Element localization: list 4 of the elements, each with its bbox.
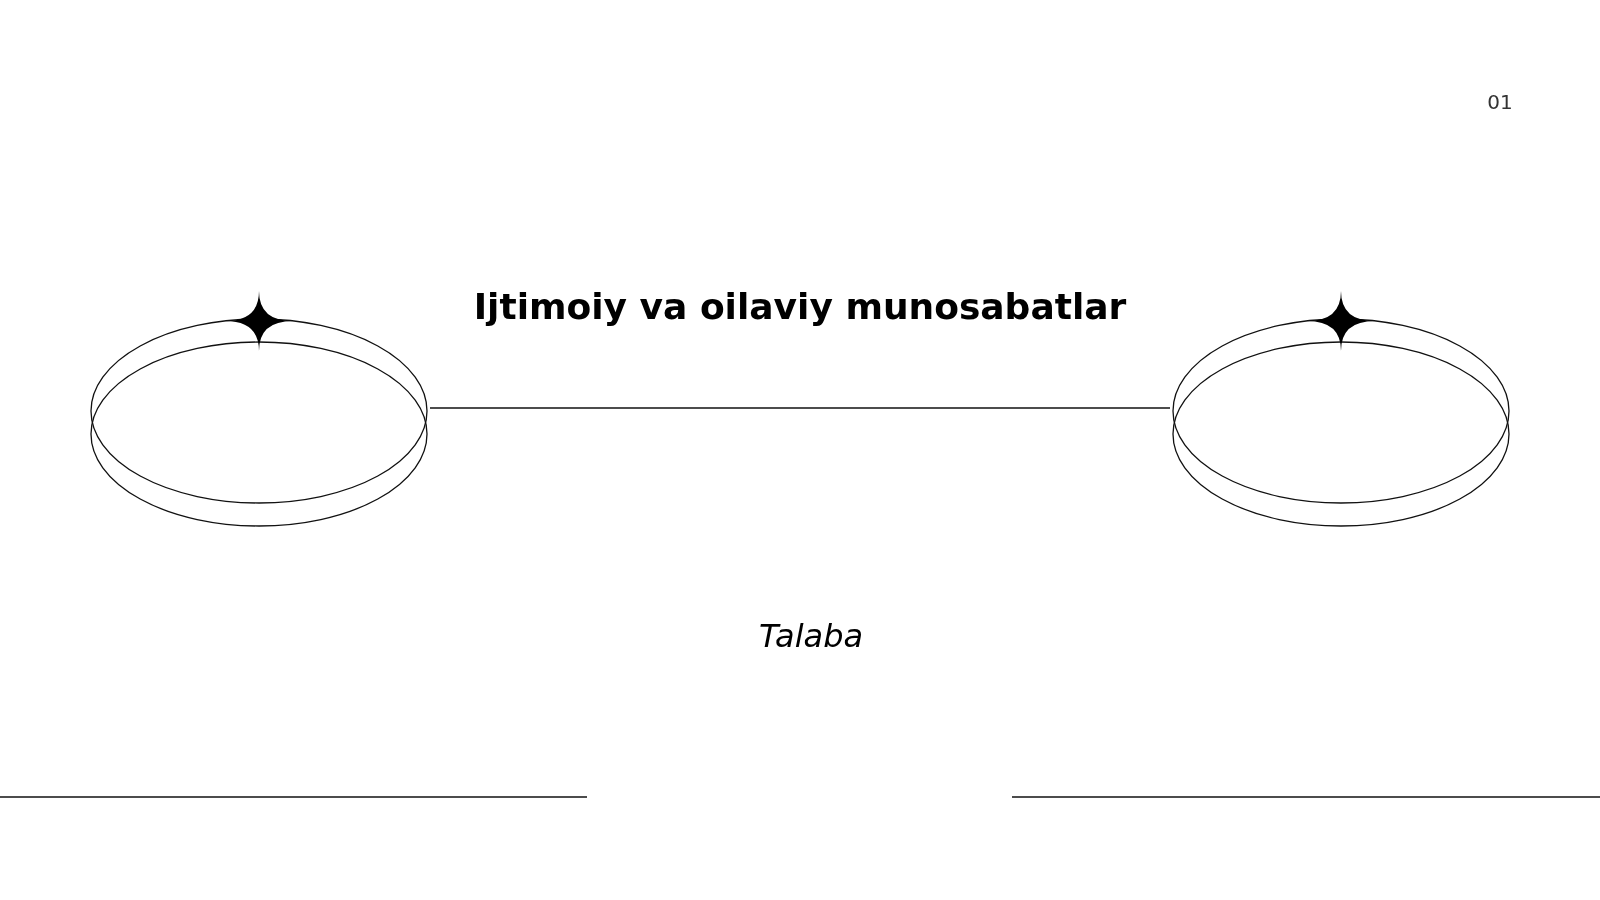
- title: Ijtimoiy va oilaviy munosabatlar: [472, 286, 1128, 327]
- page-number: 01: [1486, 90, 1514, 114]
- subtitle: Talaba: [757, 617, 865, 655]
- connector-line: [429, 407, 1171, 409]
